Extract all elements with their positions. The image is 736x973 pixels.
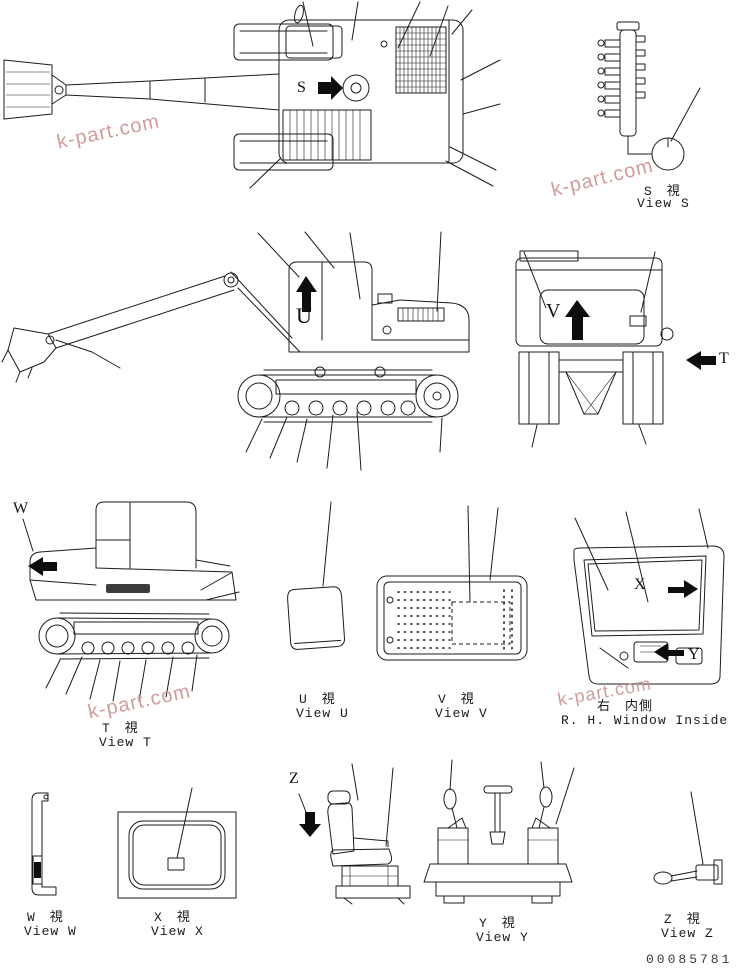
view-z-label: View Z (661, 926, 714, 941)
marker-s: S (297, 79, 306, 96)
view-v-kanji-label: V 視 (438, 692, 475, 707)
view-x-direction-arrow (668, 580, 698, 598)
view-y-direction-arrow (654, 643, 684, 661)
view-u-kanji-label: U 視 (299, 692, 336, 707)
marker-z: Z (289, 770, 299, 787)
view-w-drawing (31, 792, 57, 896)
view-t-direction-arrow (686, 351, 716, 370)
view-x-kanji-label: X 視 (154, 910, 191, 925)
window-inside-drawing (573, 508, 725, 685)
view-u-drawing (287, 586, 345, 650)
side-view-callout-lines (245, 231, 443, 471)
view-y-kanji-label: Y 視 (479, 916, 516, 931)
valve-assembly-drawing (597, 21, 701, 171)
marker-v: V (546, 300, 561, 322)
view-w-label: View W (24, 924, 77, 939)
view-v-direction-arrow (565, 300, 590, 340)
view-z-drawing (653, 791, 723, 885)
plan-callout-lines (249, 1, 501, 189)
marker-t: T (719, 350, 729, 367)
view-v-drawing (376, 505, 528, 661)
view-y-label: View Y (476, 930, 529, 945)
view-s-label: View S (637, 196, 690, 211)
view-z-direction-arrow (299, 812, 321, 837)
part-number: 00085781 (646, 952, 733, 967)
window-inside-label: R. H. Window Inside (561, 713, 729, 728)
view-t-kanji-label: T 視 (102, 721, 139, 736)
view-s-direction-arrow (318, 76, 343, 100)
view-t-drawing (22, 501, 240, 702)
view-u-direction-arrow (296, 276, 317, 312)
view-w-kanji-label: W 視 (27, 910, 64, 925)
view-u-label: View U (296, 706, 349, 721)
view-v-label: View V (435, 706, 488, 721)
view-z-kanji-label: Z 視 (664, 912, 701, 927)
seat-drawing (298, 763, 411, 905)
marker-x: X (634, 576, 646, 593)
side-view-drawing (1, 261, 470, 423)
view-t-label: View T (99, 735, 152, 750)
window-inside-kanji-label: 右 内側 (597, 699, 654, 714)
marker-w: W (13, 500, 29, 517)
plan-view-drawing (3, 4, 464, 171)
view-x-label: View X (151, 924, 204, 939)
view-w-direction-arrow (28, 557, 57, 576)
view-x-drawing (117, 787, 237, 899)
marker-u: U (296, 303, 312, 328)
rear-view-drawing (515, 250, 674, 448)
view-y-drawing (423, 759, 575, 904)
view-u-callout-line (322, 501, 332, 587)
marker-y: Y (688, 646, 700, 663)
view-s-kanji-label: S 視 (644, 184, 681, 199)
view-t-direction (686, 351, 716, 370)
